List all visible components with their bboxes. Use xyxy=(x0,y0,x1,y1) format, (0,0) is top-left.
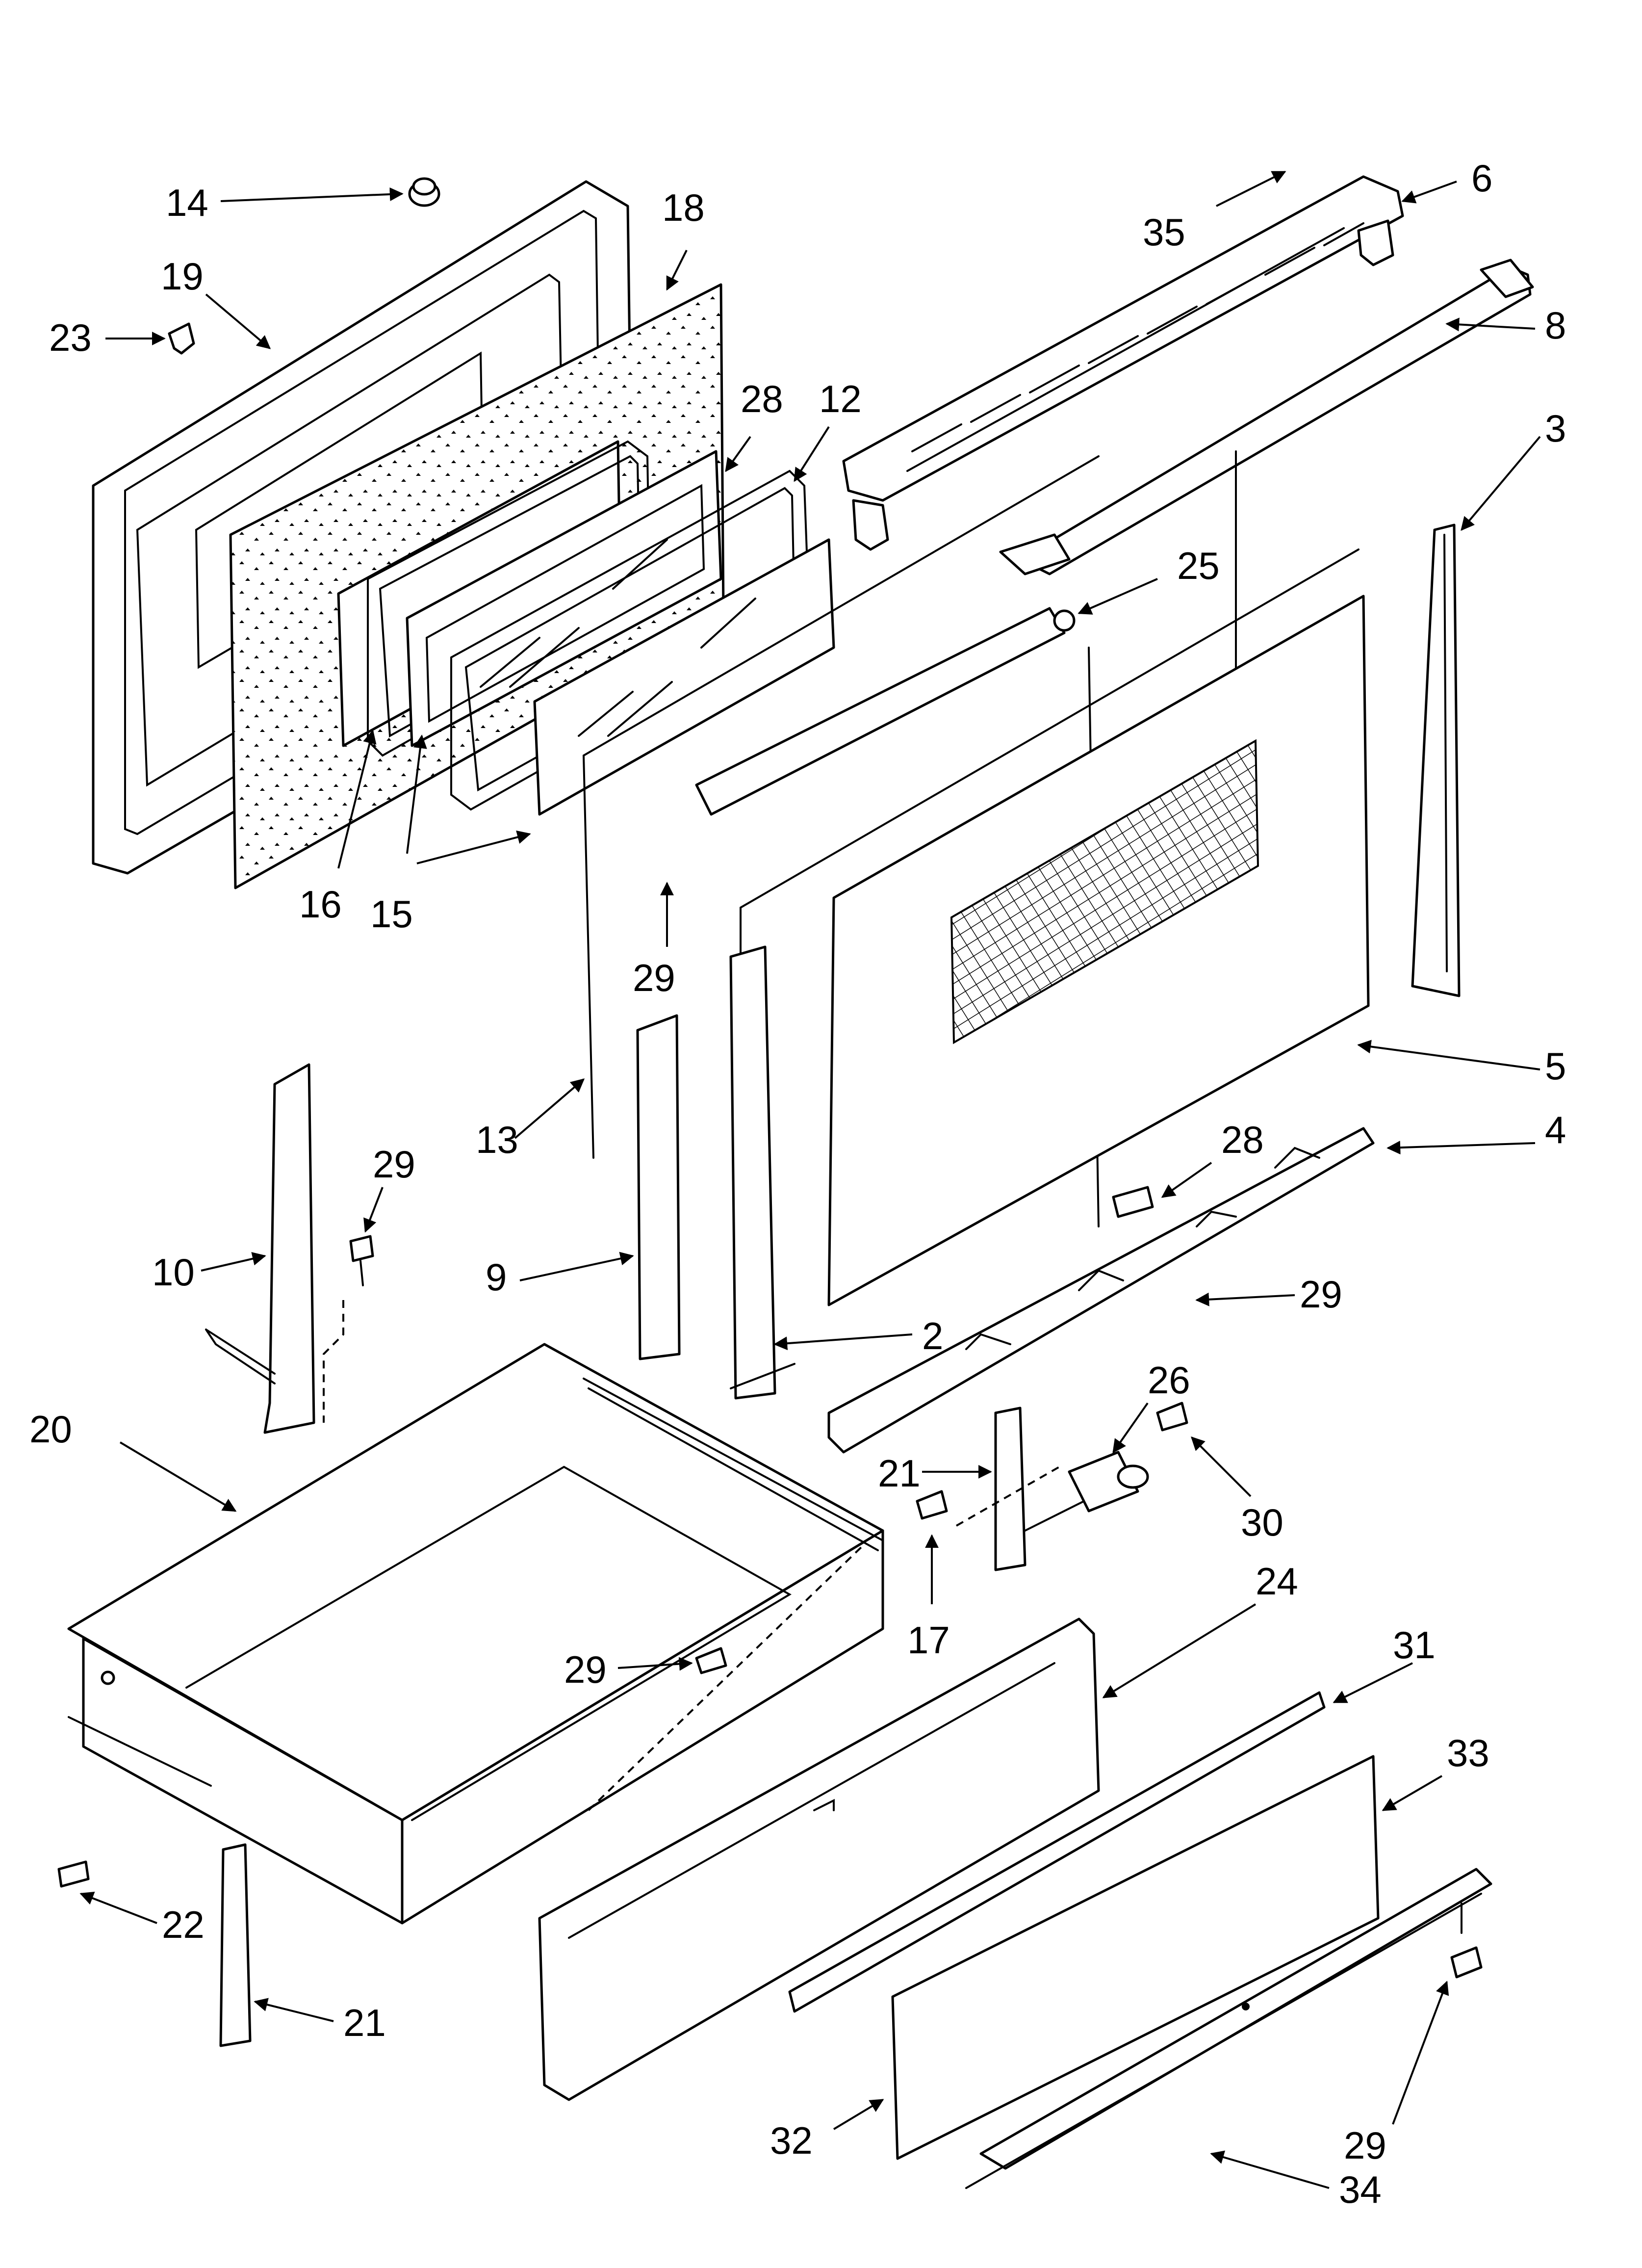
drawer-screw xyxy=(695,1647,727,1674)
callout-29-drawer: 29 xyxy=(564,1648,607,1691)
callout-21-upper: 21 xyxy=(878,1452,921,1495)
callout-29-right: 29 xyxy=(1300,1273,1342,1316)
vertical-trim-left xyxy=(636,1014,681,1360)
drawer-trim-strip xyxy=(788,1691,1326,2013)
callout-3: 3 xyxy=(1545,407,1566,450)
outer-glass-panel xyxy=(533,538,835,816)
drawer-bracket-right xyxy=(994,1407,1104,1571)
door-bumper xyxy=(408,177,440,207)
callout-29-bottom: 29 xyxy=(1344,2124,1386,2167)
drawer-bottom-trim xyxy=(965,1868,1492,2189)
callout-31: 31 xyxy=(1393,1623,1436,1667)
callout-29-left: 29 xyxy=(373,1143,415,1186)
drawer-bolt xyxy=(57,1860,90,1888)
screw-bottom xyxy=(1450,1946,1483,1979)
callout-35: 35 xyxy=(1143,210,1185,254)
leader-lines xyxy=(68,171,1541,2189)
oven-door-glass xyxy=(827,595,1370,1306)
callout-21-lower: 21 xyxy=(343,2001,386,2044)
drawer-roller xyxy=(1068,1451,1149,1512)
callout-29-upper: 29 xyxy=(633,956,675,999)
callout-10: 10 xyxy=(152,1251,195,1294)
callout-26: 26 xyxy=(1148,1358,1190,1402)
lower-front-bracket xyxy=(827,1127,1375,1454)
callout-20: 20 xyxy=(29,1408,72,1451)
callout-4: 4 xyxy=(1545,1108,1566,1151)
callout-5: 5 xyxy=(1545,1044,1566,1088)
callout-14: 14 xyxy=(166,181,208,224)
screw-lower xyxy=(916,1490,948,1520)
callout-labels: 14 19 23 18 28 12 16 15 29 35 6 8 3 25 5… xyxy=(29,156,1566,2211)
drawer-glass-panel xyxy=(891,1755,1380,2160)
handle-spacer xyxy=(695,607,1076,816)
callout-13: 13 xyxy=(476,1118,518,1161)
drawer-bracket-lower xyxy=(219,1843,252,2047)
side-bracket-left xyxy=(205,1063,344,1434)
control-panel-trim xyxy=(842,175,1404,551)
callout-6: 6 xyxy=(1471,156,1492,200)
callout-24: 24 xyxy=(1256,1560,1298,1603)
vertical-trim-center xyxy=(729,945,795,1400)
callout-16: 16 xyxy=(299,883,342,926)
callout-12: 12 xyxy=(819,377,862,420)
drawer-front-panel xyxy=(538,1617,1100,2101)
callout-22: 22 xyxy=(162,1903,205,1946)
callout-8: 8 xyxy=(1545,304,1566,347)
callout-33: 33 xyxy=(1447,1731,1489,1774)
callout-30: 30 xyxy=(1241,1501,1283,1544)
callout-17: 17 xyxy=(907,1618,950,1662)
callout-28: 28 xyxy=(741,377,783,420)
door-handle xyxy=(999,259,1534,575)
side-trim-right xyxy=(1411,523,1461,997)
callout-32: 32 xyxy=(770,2119,813,2162)
callout-34: 34 xyxy=(1339,2168,1382,2211)
callout-28-lower: 28 xyxy=(1221,1118,1264,1161)
callout-15: 15 xyxy=(370,892,413,936)
inner-glass-panel xyxy=(406,450,722,747)
storage-drawer xyxy=(67,1343,884,1925)
screw-upper-left xyxy=(349,1235,374,1286)
door-clip xyxy=(1112,1186,1154,1218)
screw-mid xyxy=(1156,1402,1188,1432)
callout-23: 23 xyxy=(49,316,92,359)
callout-9: 9 xyxy=(486,1255,507,1299)
callout-19: 19 xyxy=(161,255,204,298)
callout-2: 2 xyxy=(922,1314,943,1357)
callout-18: 18 xyxy=(662,186,705,229)
door-hinge-clip xyxy=(168,322,195,355)
callout-25: 25 xyxy=(1177,544,1220,587)
